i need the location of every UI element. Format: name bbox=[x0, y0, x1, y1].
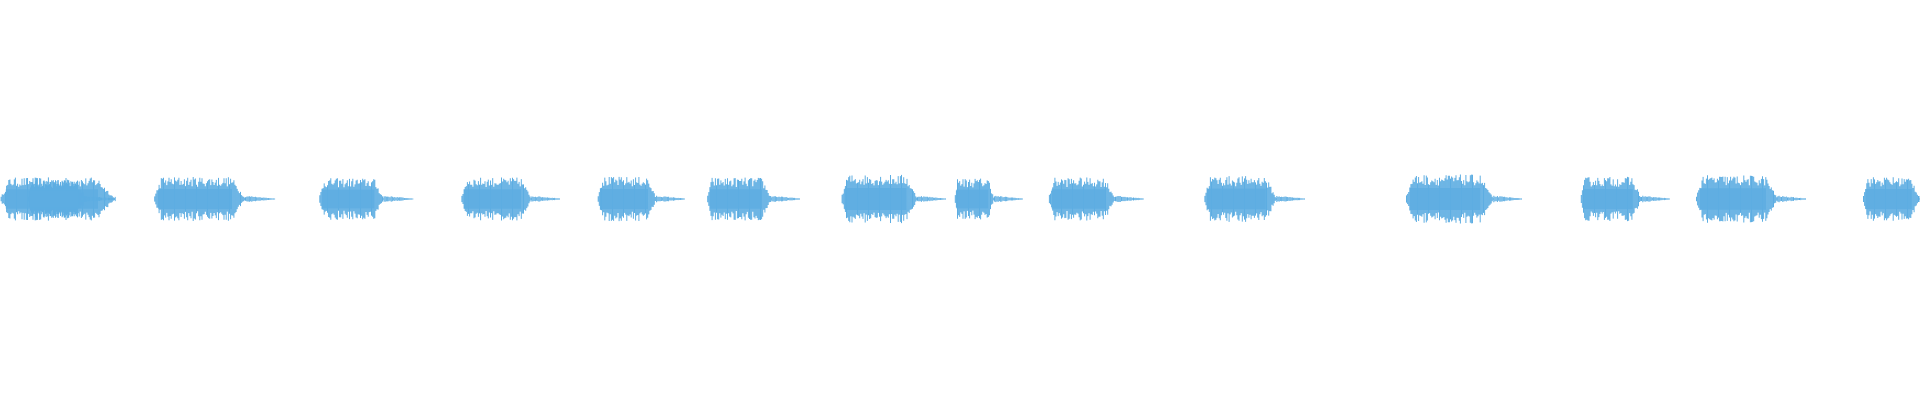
waveform-burst bbox=[154, 177, 276, 221]
waveform-bursts bbox=[0, 174, 1920, 224]
waveform-burst bbox=[27, 179, 115, 219]
waveform-burst-core bbox=[709, 189, 762, 209]
waveform-burst bbox=[1863, 177, 1920, 221]
waveform-burst bbox=[597, 176, 685, 222]
waveform-burst-core bbox=[322, 189, 375, 209]
waveform-burst-core bbox=[1409, 188, 1481, 210]
waveform-burst-core bbox=[1051, 189, 1106, 209]
waveform-burst bbox=[1580, 176, 1670, 222]
waveform-burst-core bbox=[29, 190, 78, 208]
waveform-burst bbox=[461, 177, 560, 221]
waveform-burst bbox=[707, 177, 800, 221]
waveform-burst bbox=[954, 178, 1023, 220]
waveform-burst-core bbox=[158, 189, 232, 210]
waveform-burst bbox=[841, 174, 946, 224]
waveform-burst-core bbox=[844, 188, 907, 210]
waveform-burst bbox=[1406, 174, 1522, 224]
waveform-burst-core bbox=[1699, 188, 1766, 210]
waveform-burst-core bbox=[956, 189, 989, 209]
waveform-burst-core bbox=[1583, 189, 1633, 210]
waveform-burst-core bbox=[1865, 189, 1912, 210]
waveform-burst bbox=[1048, 177, 1144, 221]
waveform-burst bbox=[319, 178, 414, 220]
waveform-burst-core bbox=[464, 189, 522, 209]
waveform-burst bbox=[1204, 176, 1305, 222]
waveform-burst-core bbox=[1207, 188, 1266, 210]
waveform-burst-core bbox=[600, 189, 648, 210]
waveform-burst bbox=[1696, 175, 1806, 223]
